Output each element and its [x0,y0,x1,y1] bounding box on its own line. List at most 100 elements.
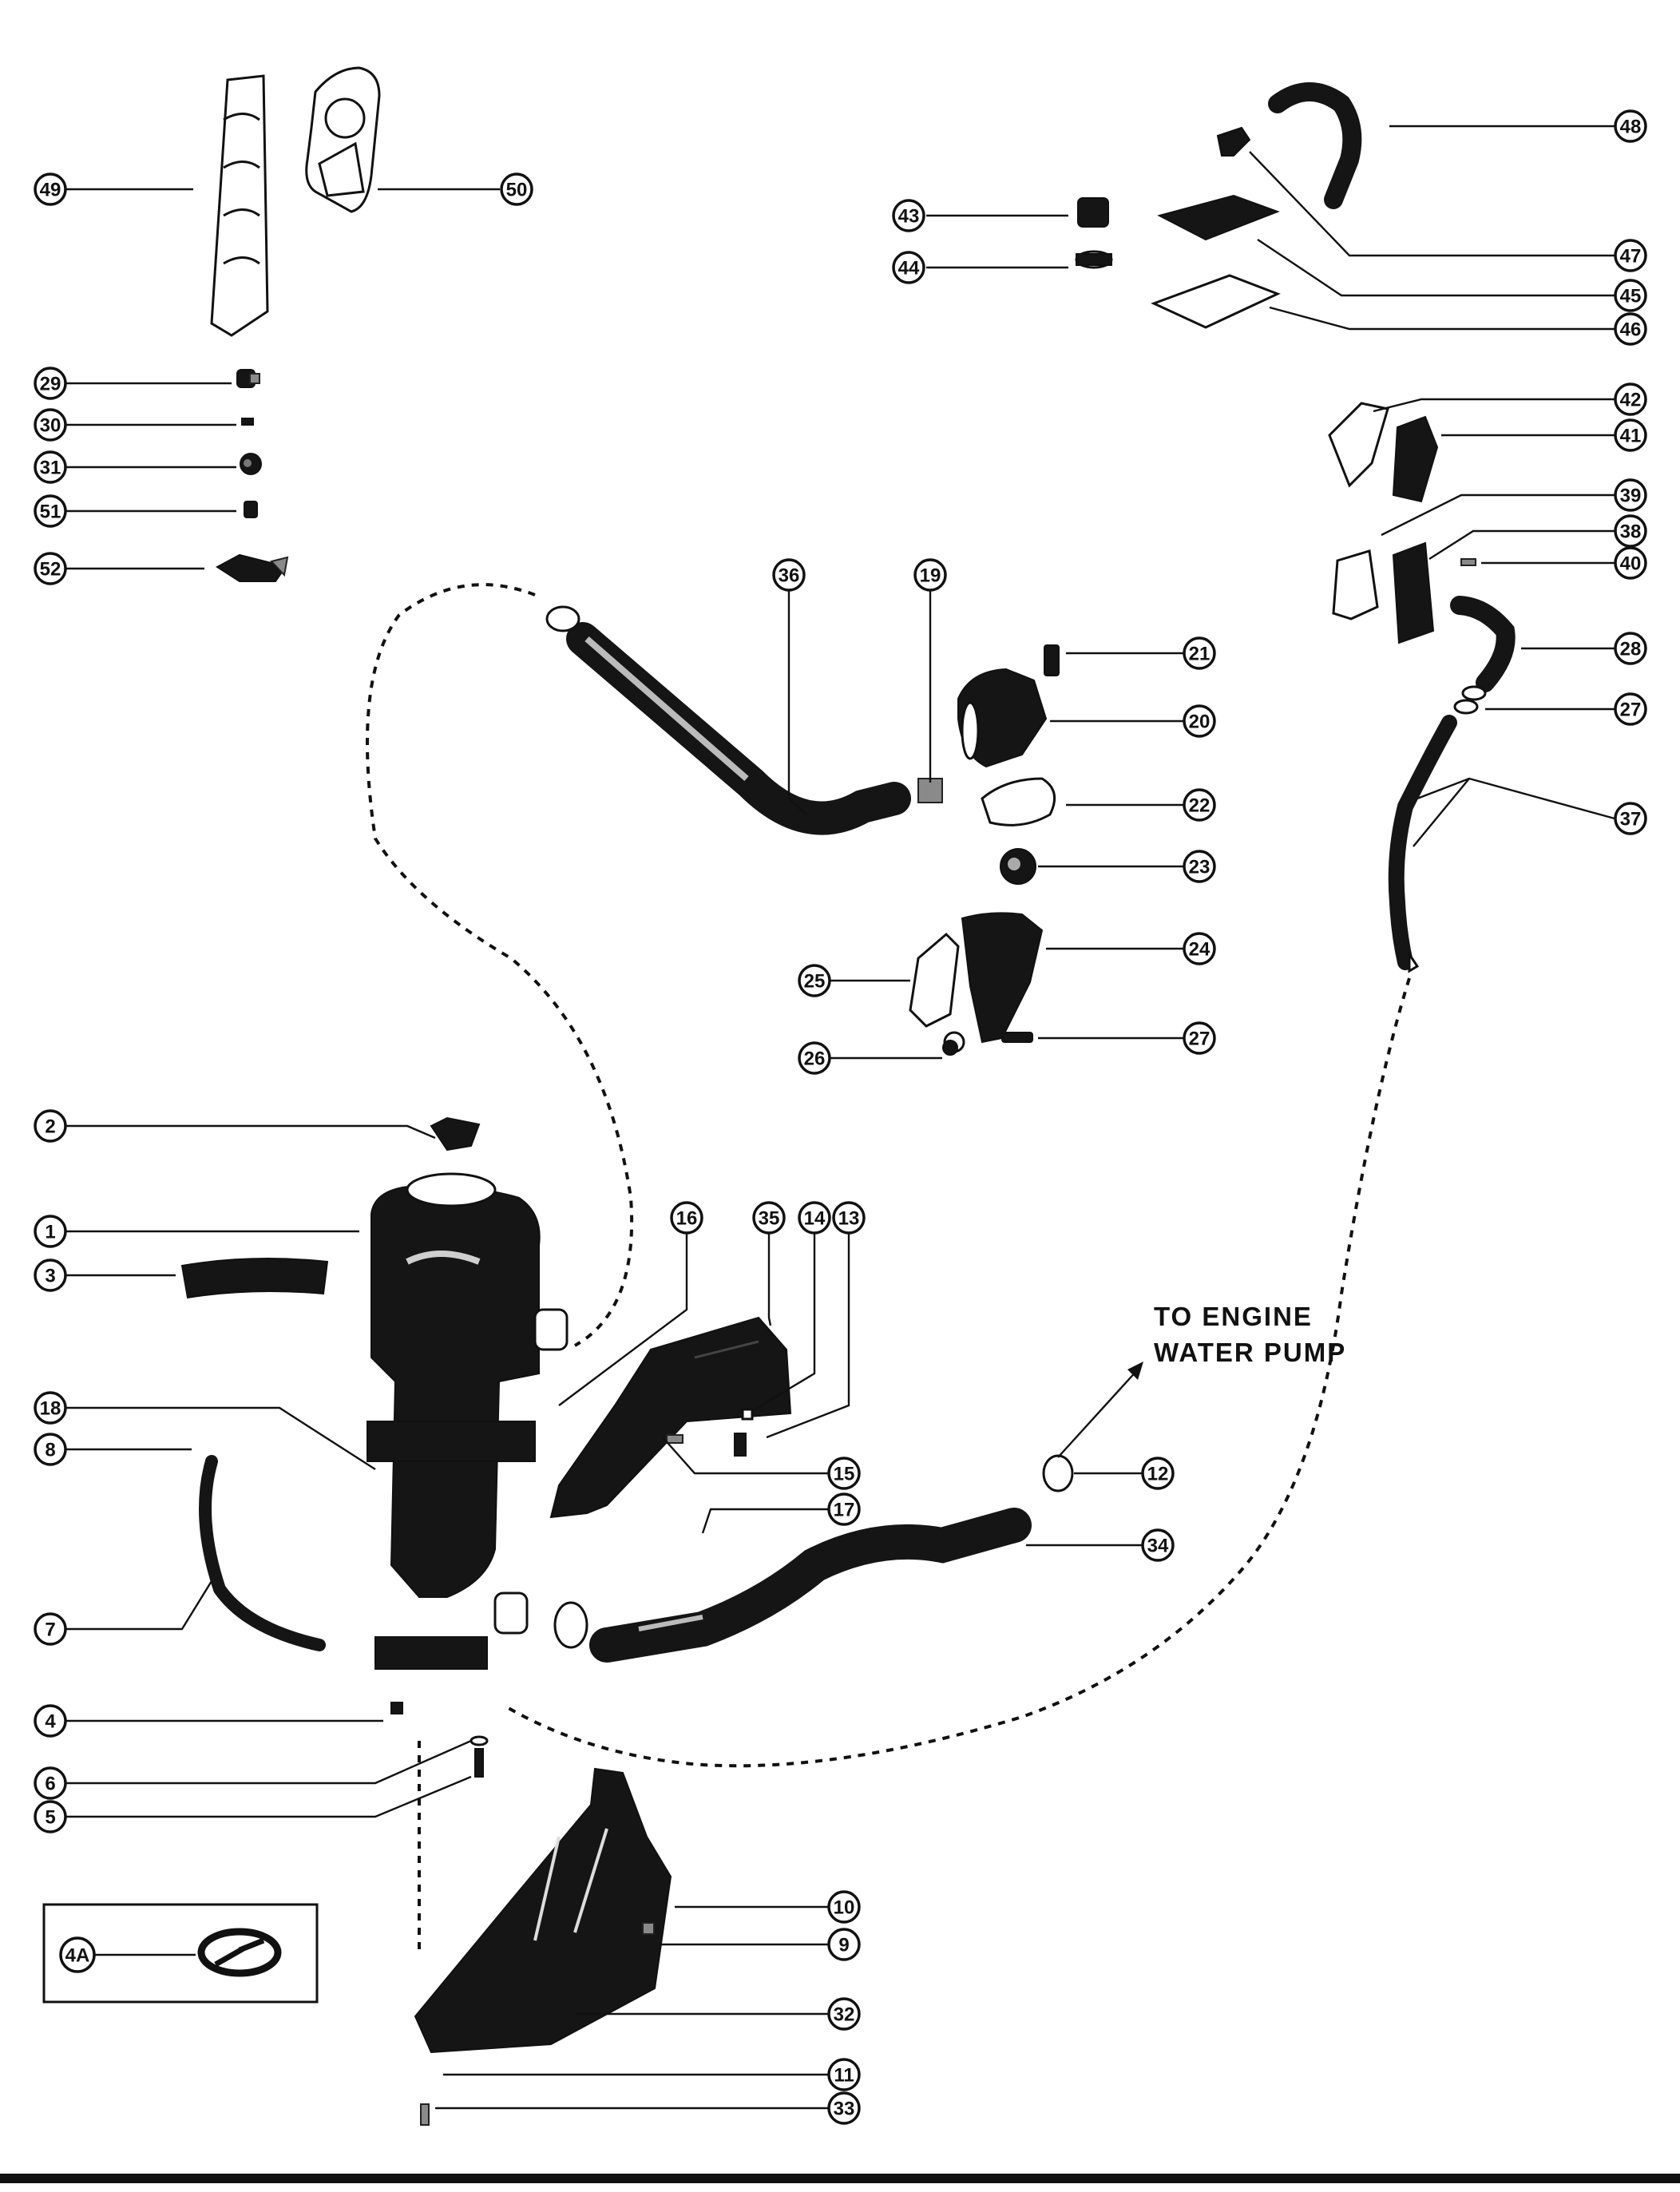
callout-33: 32 [827,1997,861,2031]
callout-21: 21 [1183,636,1216,670]
svg-text:8: 8 [45,1440,55,1461]
svg-text:52: 52 [40,559,61,581]
callout-53: 52 [34,552,67,585]
part-30-fitting [236,369,260,388]
callout-9: 9 [827,1928,861,1961]
svg-text:18: 18 [40,1398,61,1420]
callout-47: 46 [1614,312,1647,346]
svg-text:33: 33 [834,2099,855,2120]
part-41-screw [1460,558,1476,566]
callouts: 49 50 29 30 31 51 52 48 43 44 47 45 46 4… [34,109,1647,2125]
svg-text:2: 2 [45,1116,55,1138]
callout-37: 36 [772,558,806,592]
callout-40: 39 [1614,478,1647,512]
part-22-gasket [981,777,1056,826]
part-49-hose [1268,82,1362,209]
callout-49: 48 [1614,109,1647,143]
callout-45: 44 [892,251,925,284]
part-24-housing [961,912,1044,1044]
svg-text:24: 24 [1189,939,1210,961]
svg-text:16: 16 [676,1208,698,1230]
svg-text:3: 3 [45,1266,55,1287]
svg-text:12: 12 [1147,1464,1169,1485]
svg-text:36: 36 [779,565,800,587]
callout-31: 30 [34,408,67,442]
part-38-end [1408,950,1420,973]
callout-18: 18 [34,1391,67,1425]
callout-16: 16 [670,1201,703,1235]
svg-text:38: 38 [1620,521,1642,543]
part-21-bolt [1044,644,1060,676]
svg-text:32: 32 [834,2004,855,2026]
callout-6: 6 [34,1766,67,1800]
part-28-clamp [1453,685,1487,715]
part-1-cooler [367,1172,569,1670]
svg-text:40: 40 [1620,553,1642,575]
svg-text:22: 22 [1189,795,1210,817]
callout-44: 43 [892,199,925,232]
part-50-gasket [210,74,269,337]
callout-48: 47 [1614,239,1647,272]
part-23-thermostat [1000,848,1036,885]
leader-lines [65,125,1615,2110]
part-6-washer [470,1735,489,1746]
svg-text:27: 27 [1189,1029,1210,1050]
part-29-hose [1450,596,1516,692]
part-26-plug [942,1031,965,1056]
callout-1: 1 [34,1215,67,1248]
callout-19: 19 [913,558,947,592]
dashed-routes [366,583,1411,1956]
callout-27: 27 [1183,1021,1216,1055]
callout-32: 31 [34,450,67,484]
callout-25: 25 [798,964,831,997]
callout-43: 42 [1614,383,1647,416]
part-34-screw [420,2103,430,2126]
callout-7: 7 [34,1612,67,1646]
callout-46: 45 [1614,279,1647,312]
svg-text:44: 44 [898,258,920,279]
callout-3: 3 [34,1259,67,1292]
svg-text:11: 11 [834,2065,854,2087]
callout-11: 11 [827,2058,861,2091]
svg-text:21: 21 [1189,644,1210,665]
callout-42: 41 [1614,418,1647,452]
svg-text:1: 1 [45,1222,55,1243]
svg-text:46: 46 [1620,319,1642,341]
callout-24: 24 [1183,932,1216,965]
part-47-gasket [1151,274,1281,329]
water-pump-note: TO ENGINE WATER PUMP [1154,1302,1345,1367]
svg-text:34: 34 [1147,1536,1169,1557]
svg-text:42: 42 [1620,390,1642,411]
callout-4a: 4A [59,1936,96,1973]
callout-8: 8 [34,1433,67,1466]
svg-text:5: 5 [45,1807,55,1829]
part-37-hose [545,605,911,835]
svg-text:39: 39 [1620,486,1642,507]
callout-20: 20 [1183,704,1216,738]
callout-15: 15 [827,1457,861,1490]
part-33-bracket [414,1767,672,2054]
part-44-cap [1077,197,1109,228]
callout-10: 10 [827,1890,861,1924]
svg-text:6: 6 [45,1774,55,1795]
part-12-clamp [1042,1454,1074,1492]
svg-text:19: 19 [920,565,941,587]
svg-text:15: 15 [834,1464,855,1485]
dashed-route-37 [366,583,634,1347]
callout-23: 23 [1183,850,1216,883]
svg-text:7: 7 [45,1619,55,1641]
part-9-screw [642,1922,655,1935]
part-36-bracket [549,1316,792,1519]
svg-text:28: 28 [1620,639,1642,660]
part-20-housing [957,668,1048,768]
svg-text:27: 27 [1620,700,1642,721]
callout-41: 40 [1614,546,1647,580]
callout-50: 49 [34,172,67,206]
svg-text:25: 25 [804,971,826,993]
svg-text:48: 48 [1620,117,1642,138]
svg-text:17: 17 [834,1500,855,1521]
svg-text:37: 37 [1620,809,1642,830]
part-38-hose [1388,715,1457,970]
callout-13: 13 [832,1201,866,1235]
callout-36: 35 [752,1201,786,1235]
